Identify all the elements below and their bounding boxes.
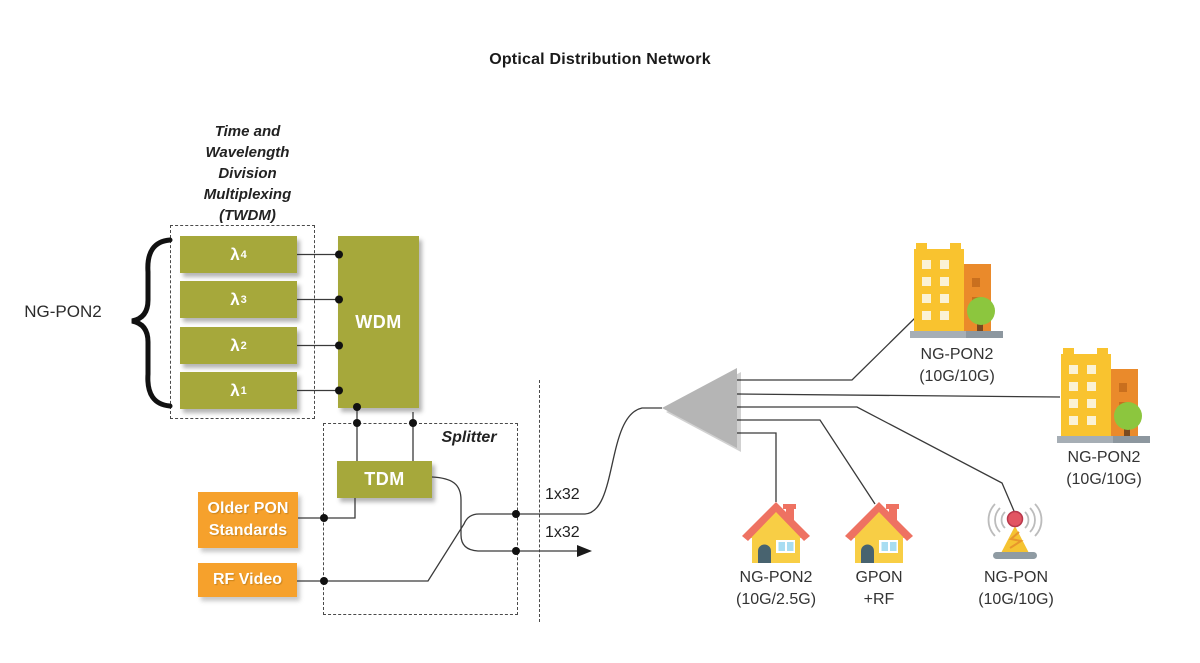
lambda-symbol: λ <box>230 244 240 264</box>
office-building-icon <box>910 243 1003 338</box>
splitter-triangle-shadow <box>666 372 741 452</box>
twdm-caption-line: Multiplexing <box>203 186 292 203</box>
diagram-title: Optical Distribution Network <box>489 51 711 68</box>
lambda-subscript: 2 <box>240 339 247 352</box>
office-building-icon <box>1057 348 1150 443</box>
tdm-box: TDM <box>337 461 432 498</box>
line-to-building1 <box>737 317 916 381</box>
endpoint-label-house2: GPON +RF <box>824 567 934 611</box>
house-icon <box>845 502 913 563</box>
endpoint-label-house1: NG-PON2 (10G/2.5G) <box>721 567 831 611</box>
endpoint-detail: (10G/10G) <box>1066 471 1142 488</box>
endpoint-detail: (10G/2.5G) <box>735 591 817 608</box>
endpoint-name: GPON <box>855 569 903 586</box>
endpoint-name: NG-PON2 <box>739 569 813 586</box>
wdm-box: WDM <box>338 236 419 408</box>
splitter-triangle <box>662 368 737 448</box>
radio-tower-icon <box>987 503 1043 559</box>
lambda-symbol: λ <box>230 335 240 355</box>
ng-pon2-group-label: NG-PON2 <box>24 302 102 321</box>
endpoint-name: NG-PON2 <box>1067 449 1141 466</box>
line-to-gpon-house <box>737 419 876 505</box>
endpoint-name: NG-PON <box>984 569 1048 586</box>
endpoint-detail: +RF <box>863 591 895 608</box>
line-to-radio-tower <box>737 406 1015 512</box>
endpoint-label-building2: NG-PON2 (10G/10G) <box>1049 447 1159 491</box>
endpoint-label-tower: NG-PON (10G/10G) <box>961 567 1071 611</box>
twdm-caption-line: Wavelength <box>205 144 290 161</box>
twdm-caption-line: Division <box>218 165 277 182</box>
split-ratio-lower: 1x32 <box>545 524 580 541</box>
older-pon-line: Standards <box>208 522 288 539</box>
older-pon-line: Older PON <box>207 500 289 517</box>
twdm-caption-line: (TWDM) <box>219 207 276 224</box>
lambda-subscript: 4 <box>240 248 247 261</box>
rf-video-label: RF Video <box>212 571 283 588</box>
lambda-subscript: 1 <box>240 384 247 397</box>
endpoint-label-building1: NG-PON2 (10G/10G) <box>902 344 1012 388</box>
endpoint-detail: (10G/10G) <box>919 368 995 385</box>
line-to-ngpon2-house <box>737 432 777 502</box>
lambda-symbol: λ <box>230 289 240 309</box>
lambda-subscript: 3 <box>240 293 247 306</box>
ng-pon2-brace <box>131 237 173 409</box>
splitter-dashed-box <box>323 423 518 615</box>
odn-boundary-dashed-line <box>539 380 540 622</box>
line-to-building2 <box>736 393 1061 398</box>
endpoint-name: NG-PON2 <box>920 346 994 363</box>
lambda-symbol: λ <box>230 380 240 400</box>
rf-video-box: RF Video <box>198 563 297 597</box>
split-ratio-upper: 1x32 <box>545 486 580 503</box>
twdm-caption-line: Time and <box>214 123 281 140</box>
house-icon <box>742 502 810 563</box>
twdm-caption: Time and Wavelength Division Multiplexin… <box>165 121 330 226</box>
arrowhead <box>577 545 592 557</box>
splitter-caption: Splitter <box>441 429 497 446</box>
older-pon-standards-box: Older PON Standards <box>198 492 298 548</box>
endpoint-detail: (10G/10G) <box>978 591 1054 608</box>
